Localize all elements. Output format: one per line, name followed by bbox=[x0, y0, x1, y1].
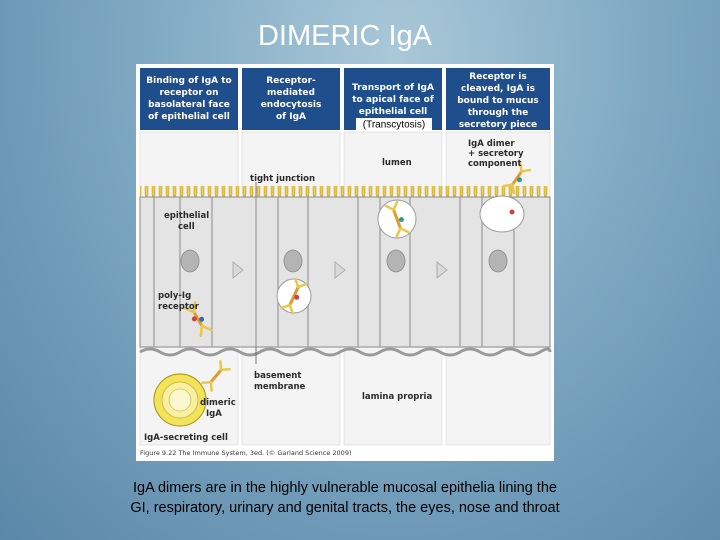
label-basement-membrane-1: basement bbox=[254, 371, 301, 381]
label-dimeric-iga-2: IgA bbox=[206, 409, 222, 419]
nucleus bbox=[283, 249, 303, 273]
panel-4-line-1: Receptor is bbox=[469, 72, 526, 82]
panel-header-1 bbox=[140, 68, 238, 130]
label-epithelial-cell-2: cell bbox=[178, 222, 195, 232]
nucleus bbox=[488, 249, 508, 273]
arrow-icon bbox=[232, 261, 244, 279]
microvilli bbox=[140, 186, 550, 198]
label-iga-dimer-3: component bbox=[468, 159, 522, 169]
slide-title: DIMERIC IgA bbox=[257, 20, 433, 52]
transcytosis-note: (Transcytosis) bbox=[363, 120, 425, 131]
label-dimeric-iga-1: dimeric bbox=[200, 398, 236, 408]
iga-dimer-icon bbox=[384, 200, 410, 238]
iga-sc-icon bbox=[502, 161, 532, 195]
panel-2-line-1: Receptor- bbox=[266, 76, 316, 86]
label-tight-junction: tight junction bbox=[250, 174, 315, 184]
transcytosis-box bbox=[356, 118, 432, 130]
panel-3-line-1: Transport of IgA bbox=[352, 83, 434, 93]
panel-3-line-2: to apical face of bbox=[352, 95, 434, 105]
figure-svg: Binding of IgA to receptor on basolatera… bbox=[136, 64, 554, 461]
label-lumen: lumen bbox=[382, 158, 412, 168]
label-basement-membrane-2: membrane bbox=[254, 382, 306, 392]
slide-caption: IgA dimers are in the highly vulnerable … bbox=[80, 478, 610, 518]
cleaved-receptor-icon bbox=[509, 209, 515, 215]
panel-headers: Binding of IgA to receptor on basolatera… bbox=[140, 68, 550, 131]
panel-header-2 bbox=[242, 68, 340, 130]
label-iga-secreting-cell: IgA-secreting cell bbox=[144, 433, 228, 443]
caption-line-2: GI, respiratory, urinary and genital tra… bbox=[130, 500, 560, 516]
panel-2-line-4: of IgA bbox=[276, 112, 306, 122]
panel-4-line-5: secretory piece bbox=[459, 120, 537, 130]
label-iga-dimer-1: IgA dimer bbox=[468, 139, 515, 149]
panel-3-line-3: epithelial cell bbox=[359, 107, 428, 117]
panel-2-line-3: endocytosis bbox=[261, 100, 322, 110]
figure-credit: Figure 9.22 The Immune System, 3ed. (© G… bbox=[140, 449, 352, 457]
panel-1-line-2: receptor on bbox=[159, 88, 218, 98]
nuclei bbox=[180, 249, 508, 273]
panel-1-line-1: Binding of IgA to bbox=[146, 76, 231, 86]
iga-dimer-icon bbox=[280, 277, 308, 315]
panel-4-line-2: cleaved, IgA is bbox=[461, 84, 535, 94]
nucleus bbox=[386, 249, 406, 273]
iga-transcytosis-figure: Binding of IgA to receptor on basolatera… bbox=[136, 64, 554, 461]
basement-membrane bbox=[139, 347, 552, 357]
iga-molecules bbox=[183, 161, 532, 392]
label-epithelial-cell-1: epithelial bbox=[164, 211, 209, 221]
arrow-icon bbox=[436, 261, 448, 279]
label-poly-ig-receptor-1: poly-Ig bbox=[158, 291, 191, 301]
panel-header-4 bbox=[446, 68, 550, 130]
iga-free-icon bbox=[201, 360, 231, 392]
iga-secreting-cell bbox=[153, 373, 207, 427]
arrow-icon bbox=[334, 261, 346, 279]
fusing-vesicle bbox=[479, 195, 525, 233]
panel-2-line-2: mediated bbox=[267, 88, 315, 98]
step-arrows bbox=[232, 261, 448, 279]
label-lamina-propria: lamina propria bbox=[362, 392, 432, 402]
panel-1-line-4: of epithelial cell bbox=[148, 112, 230, 122]
panel-1-line-3: basolateral face bbox=[148, 100, 230, 110]
panel-4-line-3: bound to mucus bbox=[457, 96, 539, 106]
panel-4-line-4: through the bbox=[468, 108, 529, 118]
iga-dimer-icon bbox=[183, 300, 213, 338]
caption-line-1: IgA dimers are in the highly vulnerable … bbox=[133, 480, 557, 496]
label-poly-ig-receptor-2: receptor bbox=[158, 302, 200, 312]
label-iga-dimer-2: + secretory bbox=[468, 149, 524, 159]
nucleus bbox=[180, 249, 200, 273]
